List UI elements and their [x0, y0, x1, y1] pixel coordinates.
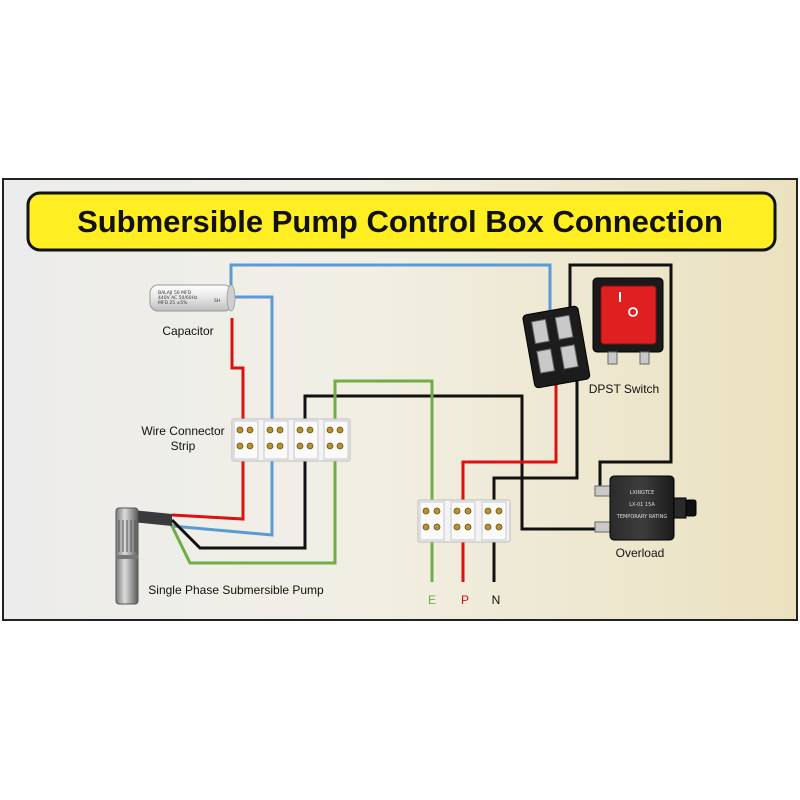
- submersible-pump: [115, 507, 172, 605]
- green-wire-pump-to-earth: [168, 379, 434, 582]
- earth-label: E: [428, 593, 436, 607]
- black-wire-pump-to-overload: [170, 394, 612, 550]
- connector-strip-label-line2: Strip: [171, 439, 196, 453]
- red-wire-capacitor-to-pump: [171, 318, 245, 521]
- blue-wire-capacitor-to-switch: [229, 263, 552, 318]
- wire-connector-strip: [231, 418, 351, 462]
- capacitor-marking-4: SH: [214, 298, 220, 304]
- title-banner: [26, 191, 777, 252]
- capacitor: BALAJI 50 MFD 440V AC 50/60Hz MFD 25 ±5%…: [149, 284, 236, 312]
- connector-strip-label-line1: Wire Connector: [141, 424, 224, 438]
- overload-model: LX-01 15A: [629, 502, 655, 508]
- dpst-switch-front: [592, 277, 664, 365]
- capacitor-marking-2: 440V AC 50/60Hz: [158, 295, 198, 301]
- switch-off-mark: [628, 307, 638, 317]
- page-title: Submersible Pump Control Box Connection: [77, 204, 723, 239]
- neutral-label: N: [492, 593, 501, 607]
- overload-rating-text: TEMPORARY RATING: [616, 514, 668, 520]
- dpst-switch-label: DPST Switch: [589, 382, 659, 396]
- dpst-switch-rear: [522, 305, 591, 389]
- capacitor-marking-1: BALAJI 50 MFD: [158, 290, 192, 296]
- capacitor-label: Capacitor: [162, 324, 213, 338]
- capacitor-marking-3: MFD 25 ±5%: [158, 300, 188, 306]
- phase-label: P: [461, 593, 469, 607]
- overload-label: Overload: [616, 546, 665, 560]
- mains-connector-strip: [417, 499, 511, 543]
- blue-wire-capacitor-to-strip: [171, 295, 274, 537]
- overload: LXINGTCE LX-01 15A TEMPORARY RATING: [594, 475, 697, 541]
- overload-brand: LXINGTCE: [630, 490, 655, 496]
- pump-label: Single Phase Submersible Pump: [148, 583, 324, 597]
